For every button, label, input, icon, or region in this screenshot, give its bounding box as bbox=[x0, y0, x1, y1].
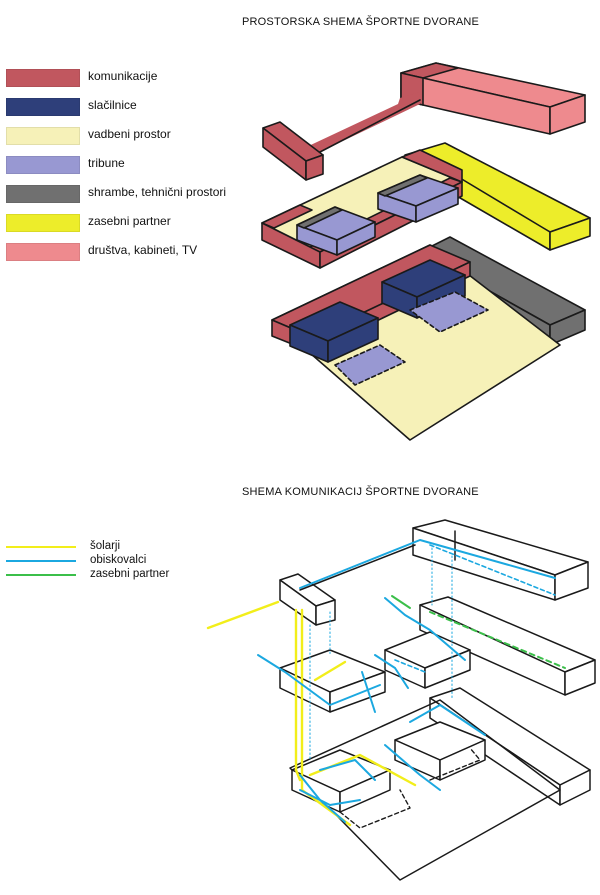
communication-diagram bbox=[206, 519, 596, 881]
legend-label: tribune bbox=[88, 156, 125, 170]
legend-label: shrambe, tehnični prostori bbox=[88, 185, 227, 199]
legend-item-shrambe: shrambe, tehnični prostori bbox=[6, 184, 246, 213]
diagram-1-title: PROSTORSKA SHEMA ŠPORTNE DVORANE bbox=[242, 16, 480, 28]
legend-item-solarji: šolarji bbox=[6, 540, 246, 554]
legend-swatch bbox=[6, 127, 80, 145]
legend-label: komunikacije bbox=[88, 69, 158, 83]
legend-item-slacilnice: slačilnice bbox=[6, 97, 246, 126]
legend-label: zasebni partner bbox=[88, 214, 171, 228]
legend-swatch bbox=[6, 185, 80, 203]
spatial-legend: komunikacije slačilnice vadbeni prostor … bbox=[6, 68, 246, 271]
legend-swatch bbox=[6, 98, 80, 116]
legend-swatch bbox=[6, 214, 80, 232]
legend-item-vadbeni-prostor: vadbeni prostor bbox=[6, 126, 246, 155]
diagram-2-title: SHEMA KOMUNIKACIJ ŠPORTNE DVORANE bbox=[242, 486, 479, 498]
level-bottom bbox=[271, 236, 586, 441]
legend-label: vadbeni prostor bbox=[88, 127, 171, 141]
legend-line-yellow bbox=[6, 546, 76, 548]
legend-item-zasebni-partner: zasebni partner bbox=[6, 568, 246, 582]
legend-item-tribune: tribune bbox=[6, 155, 246, 184]
legend-swatch bbox=[6, 243, 80, 261]
legend-label: šolarji bbox=[90, 540, 121, 552]
legend-swatch bbox=[6, 156, 80, 174]
communication-legend: šolarji obiskovalci zasebni partner bbox=[6, 540, 246, 582]
legend-label: obiskovalci bbox=[90, 554, 147, 566]
level-middle bbox=[261, 142, 591, 269]
legend-line-green bbox=[6, 574, 76, 576]
legend-label: društva, kabineti, TV bbox=[88, 243, 198, 257]
legend-label: slačilnice bbox=[88, 98, 137, 112]
legend-swatch bbox=[6, 69, 80, 87]
legend-item-komunikacije: komunikacije bbox=[6, 68, 246, 97]
legend-item-obiskovalci: obiskovalci bbox=[6, 554, 246, 568]
level-top-clubs bbox=[262, 62, 586, 181]
legend-item-zasebni-partner: zasebni partner bbox=[6, 213, 246, 242]
legend-label: zasebni partner bbox=[90, 568, 170, 580]
legend-item-drustva: društva, kabineti, TV bbox=[6, 242, 246, 271]
legend-line-blue bbox=[6, 560, 76, 562]
